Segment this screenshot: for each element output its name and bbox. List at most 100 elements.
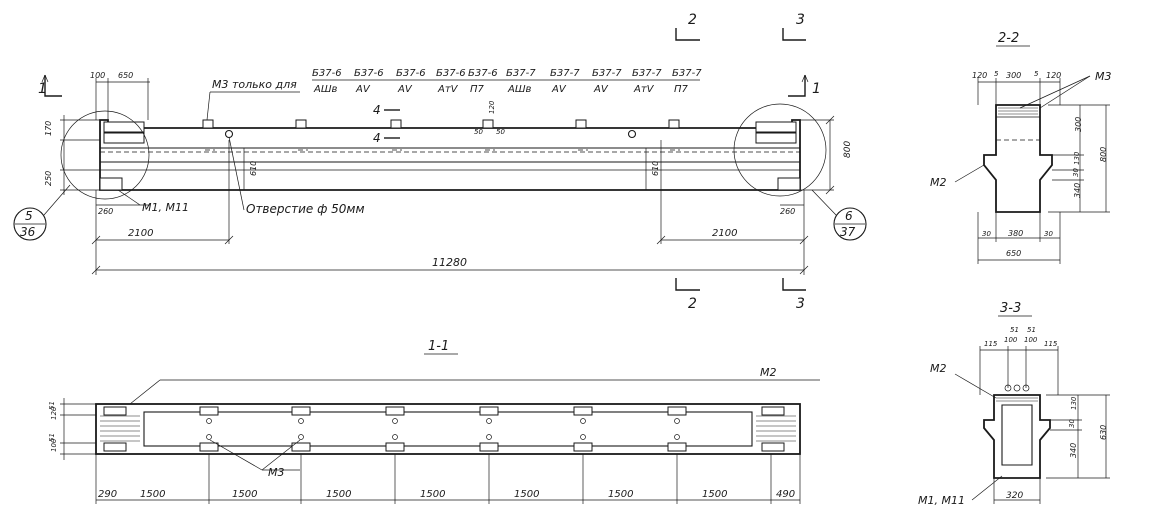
- callout-right-top: 6: [845, 209, 853, 223]
- brand-2-top: Б37-6: [354, 68, 384, 79]
- section-3-bottom: 3: [796, 296, 805, 312]
- dim-800: 800: [843, 141, 853, 158]
- svg-text:120: 120: [1046, 71, 1061, 80]
- plan-outline: [95, 403, 801, 455]
- svg-text:1500: 1500: [702, 489, 727, 500]
- plan-m3: M3: [268, 466, 285, 479]
- dim-260-right: 260: [780, 207, 795, 216]
- svg-text:130: 130: [1073, 151, 1081, 165]
- m3-embeds-plan: [199, 406, 687, 452]
- hole-left: [224, 129, 234, 139]
- detail-circle-right: [733, 103, 827, 197]
- svg-text:30: 30: [1044, 230, 1053, 238]
- section-2-2: 2-2 120 5 300 5 120: [930, 31, 1112, 264]
- dim-100: 100: [90, 71, 105, 80]
- svg-text:320: 320: [1006, 491, 1023, 501]
- section-2-top: 2: [688, 12, 697, 28]
- dim-11280: 11280: [432, 256, 467, 269]
- section-3-3-m2: M2: [930, 362, 947, 375]
- dim-50-b: 50: [496, 128, 505, 136]
- dim-250: 250: [44, 171, 53, 186]
- svg-text:1500: 1500: [420, 489, 445, 500]
- callout-right: 6 37: [811, 189, 867, 241]
- brand-10-bottom: П7: [674, 84, 689, 95]
- brand-2-bottom: АV: [355, 84, 371, 95]
- m3-note: M3 только для: [212, 78, 297, 91]
- elevation-dim-lines: [60, 78, 835, 275]
- section-3-3-dims: 115 51 100 51 100 115 130 30 340 630 320…: [918, 326, 1108, 507]
- svg-text:1500: 1500: [140, 489, 165, 500]
- end-plate-left-top: [103, 121, 145, 133]
- brand-1-top: Б37-6: [312, 68, 342, 79]
- callout-left: 5 36: [13, 184, 71, 241]
- section-2-2-m2: M2: [930, 176, 947, 189]
- svg-text:100: 100: [1024, 336, 1038, 344]
- svg-text:340: 340: [1073, 183, 1082, 198]
- end-plate-right-bottom: [755, 132, 797, 144]
- brand-7-bottom: АV: [551, 84, 567, 95]
- dim-650: 650: [118, 71, 133, 80]
- section-3-3-title: 3-3: [1000, 301, 1021, 316]
- svg-text:5: 5: [994, 70, 999, 78]
- section-1-1-title: 1-1: [428, 339, 449, 354]
- brand-9-top: Б37-7: [632, 68, 662, 79]
- dim-50-a: 50: [474, 128, 483, 136]
- dim-2100-left: 2100: [128, 228, 153, 239]
- section-2-2-outline: [983, 104, 1053, 213]
- section-1-right: 1: [812, 81, 821, 97]
- section-mark-labels: 1 1 2 2 3 3 4 4: [38, 12, 821, 312]
- svg-text:51: 51: [1010, 326, 1019, 334]
- beam-elevation: [60, 103, 827, 200]
- plan-m2: M2: [760, 366, 777, 379]
- brand-8-bottom: АV: [593, 84, 609, 95]
- dim-610-left: 610: [249, 161, 258, 176]
- section-3-3-m1: M1, M11: [918, 494, 965, 507]
- svg-text:51: 51: [48, 401, 56, 410]
- section-4-top: 4: [373, 103, 381, 117]
- section-3-top: 3: [796, 12, 805, 28]
- brand-6-top: Б37-7: [506, 68, 536, 79]
- svg-text:1500: 1500: [232, 489, 257, 500]
- brand-4-bottom: АтV: [437, 84, 459, 95]
- svg-text:51: 51: [1027, 326, 1036, 334]
- brand-8-top: Б37-7: [592, 68, 622, 79]
- svg-text:490: 490: [776, 489, 795, 500]
- support-plate-left: [99, 177, 123, 191]
- brand-4-top: Б37-6: [436, 68, 466, 79]
- section-2-2-dims: 120 5 300 5 120 M3 M2 300 130 30 340 800…: [930, 70, 1112, 258]
- elevation-annotations: M3 только для Отверстие ф 50мм M1, M11 1…: [44, 71, 853, 269]
- callout-left-top: 5: [25, 209, 33, 223]
- svg-text:1500: 1500: [514, 489, 539, 500]
- brand-3-bottom: АV: [397, 84, 413, 95]
- detail-circle-left: [60, 110, 150, 200]
- svg-text:1500: 1500: [326, 489, 351, 500]
- svg-text:51: 51: [48, 433, 56, 442]
- callout-left-bottom: 36: [20, 225, 36, 239]
- svg-text:290: 290: [98, 489, 117, 500]
- end-plate-right-top: [755, 121, 797, 133]
- svg-text:650: 650: [1006, 249, 1021, 258]
- hole-label: Отверстие ф 50мм: [246, 202, 365, 216]
- section-2-2-title: 2-2: [998, 31, 1019, 46]
- m3-embeds-elevation: [202, 119, 680, 129]
- plan-end-hatch: [100, 415, 796, 442]
- section-3-3: 3-3 115 51 100 51 100 115 130: [918, 301, 1110, 507]
- svg-text:130: 130: [1070, 396, 1078, 410]
- dim-2100-right: 2100: [712, 228, 737, 239]
- svg-text:30: 30: [982, 230, 991, 238]
- svg-text:30: 30: [1068, 419, 1076, 428]
- section-2-2-m3: M3: [1095, 70, 1112, 83]
- section-4-bottom: 4: [373, 131, 381, 145]
- section-2-bottom: 2: [688, 296, 697, 312]
- svg-text:300: 300: [1006, 71, 1021, 80]
- svg-text:380: 380: [1008, 229, 1023, 238]
- svg-text:100: 100: [1004, 336, 1018, 344]
- svg-text:115: 115: [984, 340, 998, 348]
- section-marks: [41, 28, 809, 291]
- brand-3-top: Б37-6: [396, 68, 426, 79]
- dim-260-left: 260: [98, 207, 113, 216]
- support-plate-right: [777, 177, 801, 191]
- dim-120: 120: [488, 100, 496, 114]
- section-1-left: 1: [38, 81, 47, 97]
